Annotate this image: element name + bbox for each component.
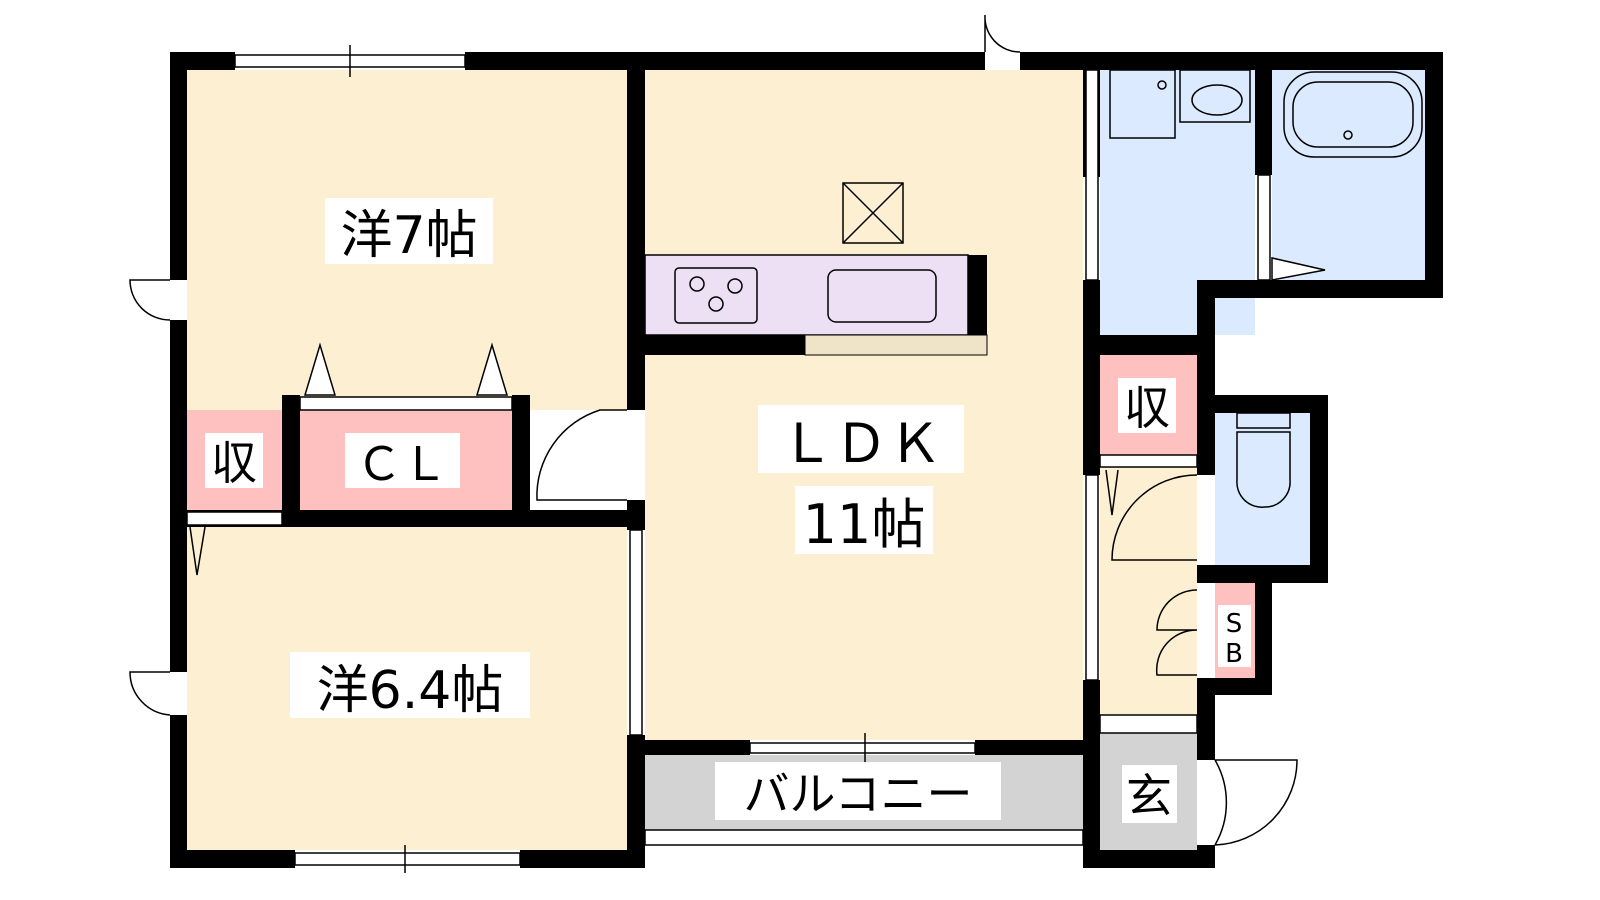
sink-icon <box>827 269 937 323</box>
kitchen-back-counter <box>804 334 988 356</box>
label-shoe-box-s: S <box>1226 609 1243 639</box>
washer-icon <box>1109 69 1176 139</box>
label-western-64: 洋6.4帖 <box>317 661 504 721</box>
label-balcony: バルコニー <box>743 767 972 821</box>
label-ldk: ＬＤＫ <box>780 412 942 475</box>
room-hall <box>1100 455 1197 715</box>
stove-icon <box>674 267 758 324</box>
labels: 洋7帖 収 ＣＬ 洋6.4帖 ＬＤＫ 11帖 バルコニー 収 S B 玄 <box>205 198 1251 823</box>
room-bath <box>1272 70 1425 280</box>
windows <box>234 45 1271 873</box>
label-closet: ＣＬ <box>356 437 448 491</box>
label-storage-right: 収 <box>1124 381 1170 435</box>
fixtures <box>674 69 1423 508</box>
label-ldk-size: 11帖 <box>803 493 926 556</box>
toilet-icon <box>1236 412 1291 429</box>
door-swings <box>129 14 1298 846</box>
walls <box>170 52 1443 868</box>
label-shoe-box-b: B <box>1225 639 1243 669</box>
ventilation-icon <box>842 182 904 244</box>
label-storage-left: 収 <box>211 436 257 490</box>
label-western-7: 洋7帖 <box>340 206 477 266</box>
label-entrance: 玄 <box>1126 769 1172 823</box>
washbasin-icon <box>1179 69 1251 123</box>
bathtub-icon <box>1283 71 1423 158</box>
room-toilet <box>1215 413 1310 565</box>
